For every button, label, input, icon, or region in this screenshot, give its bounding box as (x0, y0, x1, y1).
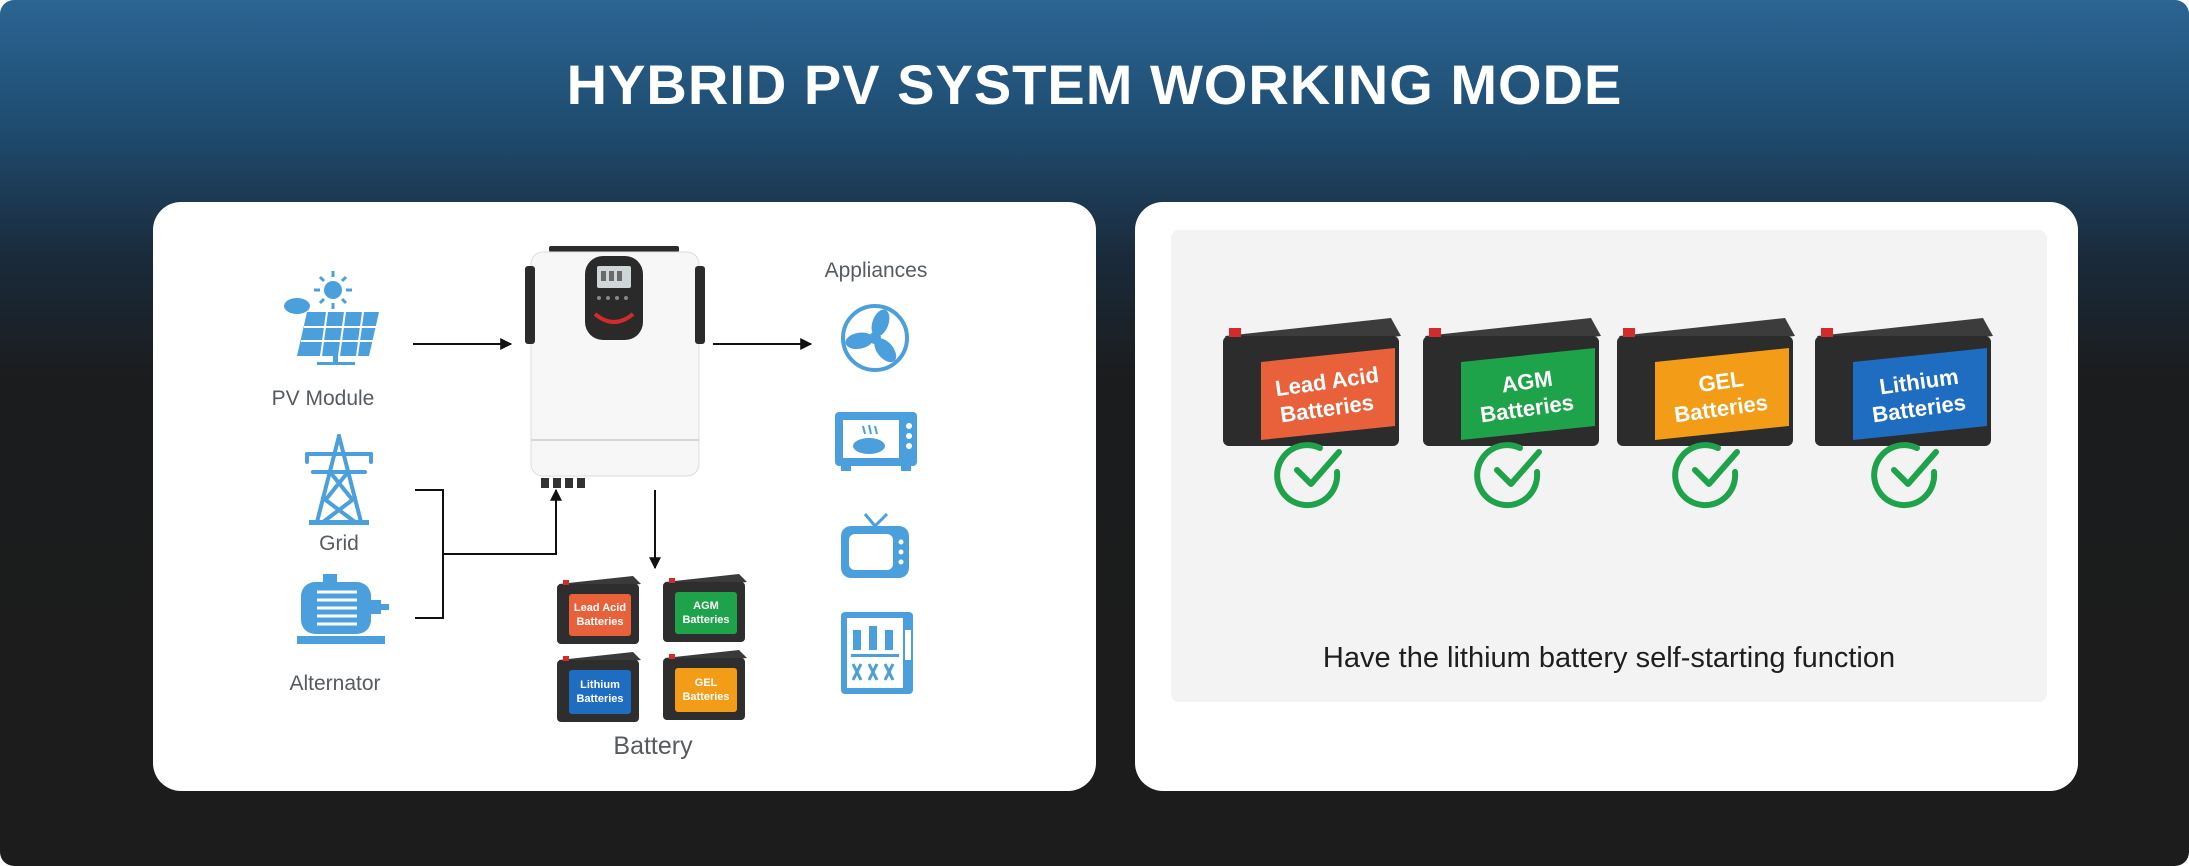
compatible-batteries-panel: Lead Acid Batteries AGM Batteries (1135, 202, 2078, 791)
battery-label-plate (569, 594, 631, 636)
battery-type-name: AGM (693, 600, 719, 612)
battery-gel-small: GEL Batteries (663, 650, 747, 720)
battery-type-name: GEL (695, 677, 718, 689)
grid-alternator-bracket (415, 489, 444, 619)
alternator-icon (297, 574, 389, 644)
hybrid-inverter (525, 246, 705, 488)
power-tower-icon (305, 434, 373, 525)
battery-label-plate (569, 670, 631, 714)
battery-type-name: Lead Acid (574, 602, 626, 614)
battery-type-word: Batteries (576, 693, 623, 705)
battery-label-plate (1261, 348, 1395, 440)
appliances-label: Appliances (824, 259, 928, 282)
fridge-icon (841, 612, 913, 694)
tv-icon (841, 512, 909, 578)
battery-label-plate (1655, 348, 1789, 440)
check-icon (1871, 442, 1939, 509)
battery-label-plate (675, 668, 737, 712)
grid-label: Grid (319, 532, 359, 555)
battery-type-name: Lithium (580, 679, 620, 691)
check-icons (1274, 442, 1939, 509)
battery-agm-small: AGM Batteries (663, 574, 747, 642)
battery-lead-acid-small: Lead Acid Batteries (557, 576, 641, 644)
battery-group: Lead Acid Batteries AGM Batteries Lithiu… (557, 574, 747, 722)
check-icon (1274, 442, 1342, 509)
system-diagram-panel: PV Module Grid (153, 202, 1096, 791)
battery-type-word: Batteries (576, 616, 623, 628)
page-title: HYBRID PV SYSTEM WORKING MODE (566, 53, 1623, 116)
battery-lead-acid: Lead Acid Batteries (1223, 318, 1401, 446)
battery-label-plate (675, 592, 737, 634)
battery-label-plate (1461, 348, 1595, 440)
battery-type-name: GEL (1697, 366, 1745, 397)
battery-agm: AGM Batteries (1423, 318, 1601, 446)
connector-lines (413, 338, 813, 619)
pv-module-label: PV Module (271, 387, 375, 410)
battery-compatibility-box: Lead Acid Batteries AGM Batteries (1171, 230, 2047, 702)
check-icon (1672, 442, 1740, 509)
battery-lineup: Lead Acid Batteries AGM Batteries (1223, 318, 1993, 509)
battery-lithium-small: Lithium Batteries (557, 652, 641, 722)
alternator-label: Alternator (289, 672, 381, 695)
solar-panel-icon (284, 271, 379, 365)
battery-gel: GEL Batteries (1617, 318, 1795, 446)
battery-lithium: Lithium Batteries (1815, 318, 1993, 446)
battery-type-word: Batteries (682, 614, 729, 626)
microwave-icon (835, 412, 917, 471)
check-icon (1474, 442, 1542, 509)
lithium-feature-text: Have the lithium battery self-starting f… (1322, 642, 1896, 674)
battery-label: Battery (613, 732, 693, 760)
fan-icon (841, 304, 909, 372)
bracket-to-inverter-arrow (443, 488, 562, 555)
battery-type-word: Batteries (682, 691, 729, 703)
battery-label-plate (1853, 348, 1987, 440)
